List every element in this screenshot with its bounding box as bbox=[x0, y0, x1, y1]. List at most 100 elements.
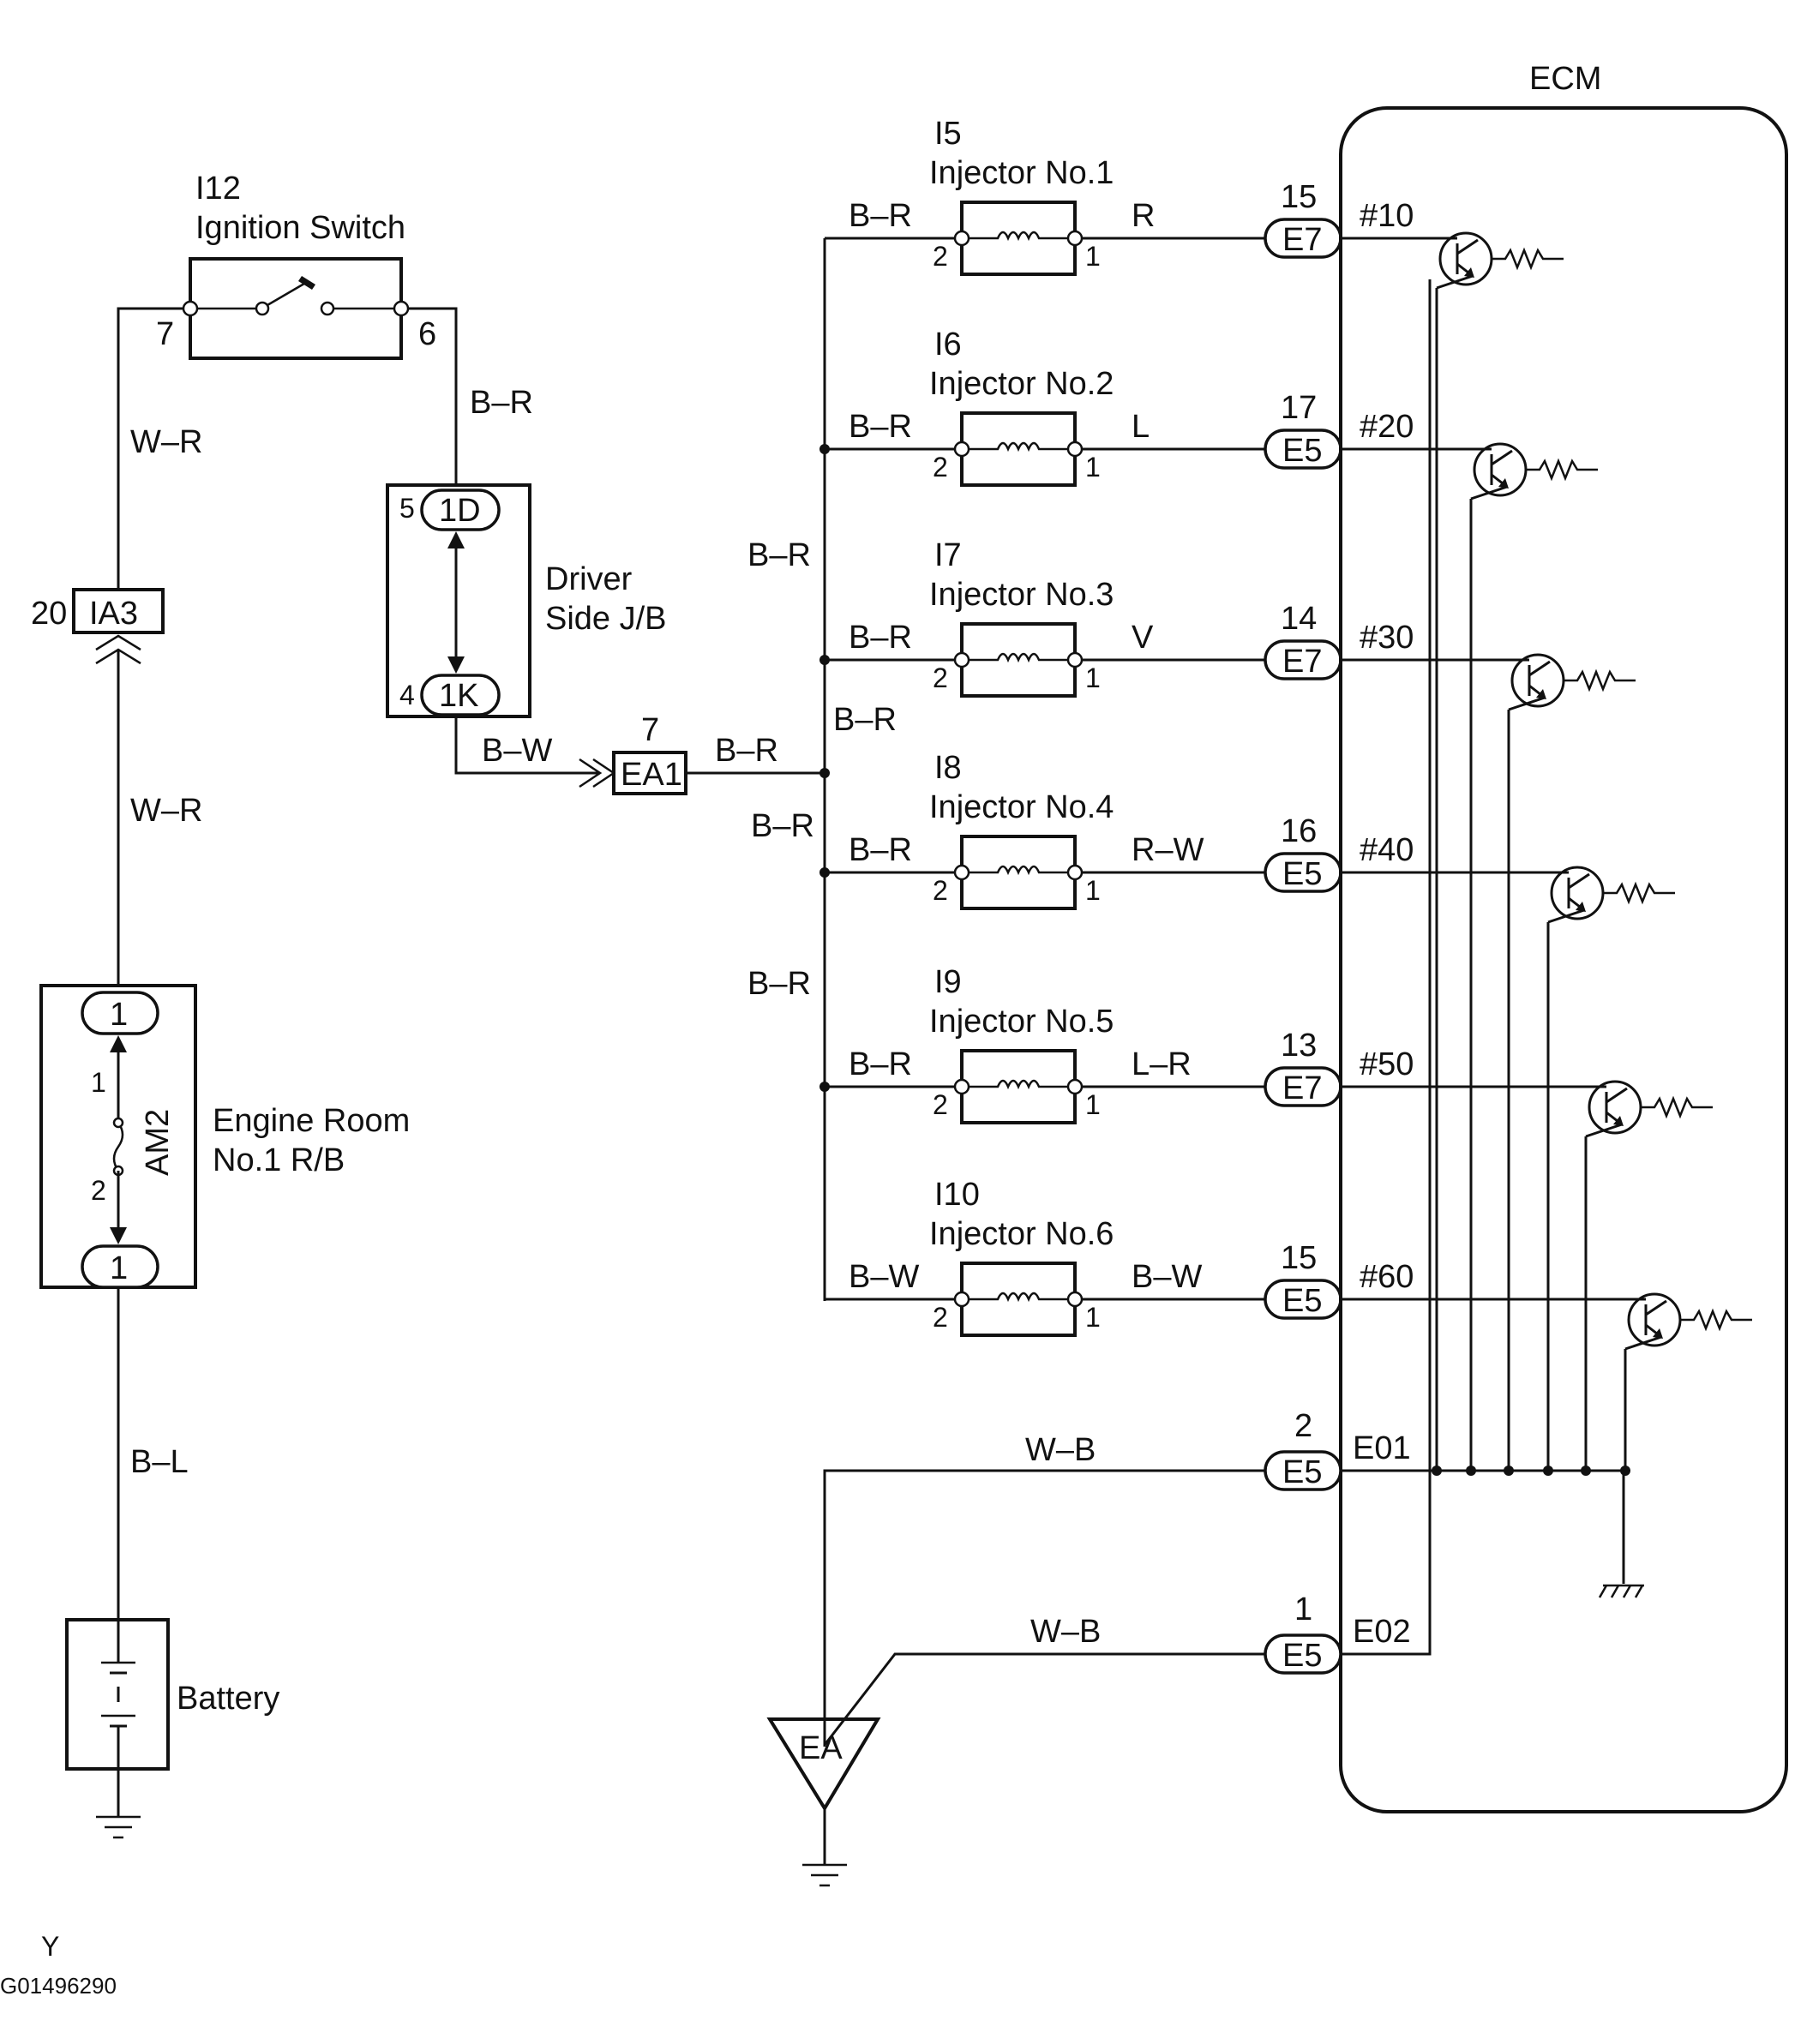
injector-in-wire: B–R bbox=[849, 620, 912, 656]
ignition-switch: I12 Ignition Switch 7 6 bbox=[156, 171, 436, 360]
ecm-signal-name: #40 bbox=[1360, 832, 1414, 868]
driver-jb-line1: Driver bbox=[545, 561, 633, 597]
injector-in-wire: B–R bbox=[849, 1046, 912, 1082]
engine-room-relay-block: 1 1 1 2 AM2 Engine Room No.1 R/B bbox=[39, 984, 410, 1289]
ground-e02-signal: E02 bbox=[1353, 1614, 1411, 1650]
ecm-connector-pin: 15 bbox=[1281, 1240, 1317, 1276]
injector-name: Injector No.6 bbox=[929, 1216, 1114, 1252]
wire-label-b-r-bus-4: B–R bbox=[747, 966, 811, 1002]
injector-out-wire: R–W bbox=[1132, 832, 1204, 868]
ground-e01-pin: 2 bbox=[1294, 1408, 1312, 1444]
driver-side-junction-block: 1D 5 1K 4 Driver Side J/B bbox=[386, 483, 667, 718]
injector-out-wire: L–R bbox=[1132, 1046, 1192, 1082]
wire-label-w-b-2: W–B bbox=[1030, 1614, 1101, 1650]
wire-label-b-r-bus-2: B–R bbox=[833, 702, 897, 738]
injector-in-wire: B–W bbox=[849, 1259, 919, 1295]
wire-label-b-r-switch: B–R bbox=[470, 385, 533, 421]
wire-label-w-r-lower: W–R bbox=[130, 793, 202, 829]
transistor-icon bbox=[1466, 442, 1598, 1476]
ground-point-name: EA bbox=[799, 1730, 843, 1766]
injector-out-wire: B–W bbox=[1132, 1259, 1202, 1295]
battery-label: Battery bbox=[177, 1681, 279, 1717]
ecm-connector-name: E5 bbox=[1282, 433, 1322, 469]
injector-pin-in: 2 bbox=[933, 662, 948, 693]
engine-room-bottom-conn: 1 bbox=[110, 1250, 128, 1286]
resistor-icon bbox=[1526, 458, 1598, 482]
engine-room-line1: Engine Room bbox=[213, 1103, 410, 1139]
injector-coil-icon bbox=[969, 652, 1068, 663]
ecm-signal-name: #20 bbox=[1360, 409, 1414, 445]
connector-ea1-pin: 7 bbox=[641, 712, 659, 748]
injector-ref: I8 bbox=[934, 750, 962, 786]
footer-letter: Y bbox=[41, 1931, 59, 1962]
wire-label-w-b-1: W–B bbox=[1025, 1432, 1096, 1468]
injector-pin-in: 2 bbox=[933, 241, 948, 272]
engine-room-line2: No.1 R/B bbox=[213, 1142, 345, 1178]
ignition-switch-pin-left: 7 bbox=[156, 316, 174, 352]
wire-label-b-w-jb: B–W bbox=[482, 733, 552, 769]
ecm-connector-pin: 15 bbox=[1281, 179, 1317, 215]
driver-jb-top-name: 1D bbox=[439, 493, 481, 529]
injector-ref: I9 bbox=[934, 964, 962, 1000]
transistor-icon bbox=[1581, 1080, 1713, 1476]
injector-out-wire: L bbox=[1132, 409, 1150, 445]
wire-label-b-r-bus-3: B–R bbox=[751, 808, 814, 844]
ecm-signal-name: #60 bbox=[1360, 1259, 1414, 1295]
injector-name: Injector No.4 bbox=[929, 789, 1114, 825]
ecm-connector-pin: 17 bbox=[1281, 390, 1317, 426]
driver-jb-bottom-pin: 4 bbox=[399, 680, 415, 710]
ground-row-e02: W–B E5 1 E02 bbox=[823, 279, 1432, 1746]
ground-e01-signal: E01 bbox=[1353, 1430, 1411, 1466]
transistor-icon bbox=[1543, 866, 1675, 1476]
driver-jb-bottom-name: 1K bbox=[439, 678, 478, 714]
injector-name: Injector No.2 bbox=[929, 366, 1114, 402]
injector-out-wire: V bbox=[1132, 620, 1154, 656]
injector-in-wire: B–R bbox=[849, 198, 912, 234]
transistor-icon bbox=[1432, 231, 1564, 1476]
injector-coil-icon bbox=[969, 865, 1068, 876]
battery: Battery bbox=[65, 1618, 279, 1771]
injector-in-wire: B–R bbox=[849, 409, 912, 445]
ground-e02-conn: E5 bbox=[1282, 1638, 1322, 1674]
footer-code: G01496290 bbox=[0, 1973, 117, 1999]
resistor-icon bbox=[1492, 247, 1564, 271]
ecm-connector-pin: 13 bbox=[1281, 1028, 1317, 1064]
resistor-icon bbox=[1680, 1308, 1752, 1332]
resistor-icon bbox=[1641, 1095, 1713, 1119]
ground-point-ea: EA bbox=[766, 1717, 881, 1887]
ecm-connector-pin: 14 bbox=[1281, 601, 1317, 637]
ground-e02-pin: 1 bbox=[1294, 1591, 1312, 1627]
ecm-signal-name: #30 bbox=[1360, 620, 1414, 656]
connector-ia3: IA3 20 bbox=[31, 588, 165, 665]
wire-label-w-r-upper: W–R bbox=[130, 424, 202, 460]
ignition-switch-name: Ignition Switch bbox=[195, 210, 405, 246]
connector-ia3-name: IA3 bbox=[89, 596, 138, 632]
injector-in-wire: B–R bbox=[849, 832, 912, 868]
injector-ref: I10 bbox=[934, 1177, 980, 1213]
ignition-switch-ref: I12 bbox=[195, 171, 241, 207]
engine-room-fuse-name: AM2 bbox=[140, 1109, 176, 1176]
wire-label-b-r-ea1: B–R bbox=[715, 733, 778, 769]
ecm-signal-name: #50 bbox=[1360, 1046, 1414, 1082]
injector-coil-icon bbox=[969, 231, 1068, 242]
ground-e01-conn: E5 bbox=[1282, 1454, 1322, 1490]
ground-symbol-battery bbox=[96, 1815, 141, 1839]
engine-room-top-conn: 1 bbox=[110, 997, 128, 1033]
ignition-switch-pin-right: 6 bbox=[418, 316, 436, 352]
resistor-icon bbox=[1603, 881, 1675, 905]
ground-row-e01: W–B E5 2 E01 bbox=[823, 1408, 1644, 1747]
injector-pin-in: 2 bbox=[933, 452, 948, 483]
ecm-connector-pin: 16 bbox=[1281, 813, 1317, 849]
injector-pin-out: 1 bbox=[1085, 1089, 1101, 1120]
injector-ref: I7 bbox=[934, 537, 962, 573]
ecm-connector-name: E7 bbox=[1282, 644, 1322, 680]
injector-pin-in: 2 bbox=[933, 1089, 948, 1120]
injector-pin-out: 1 bbox=[1085, 241, 1101, 272]
ecm-label: ECM bbox=[1529, 61, 1601, 97]
injector-pin-out: 1 bbox=[1085, 875, 1101, 906]
